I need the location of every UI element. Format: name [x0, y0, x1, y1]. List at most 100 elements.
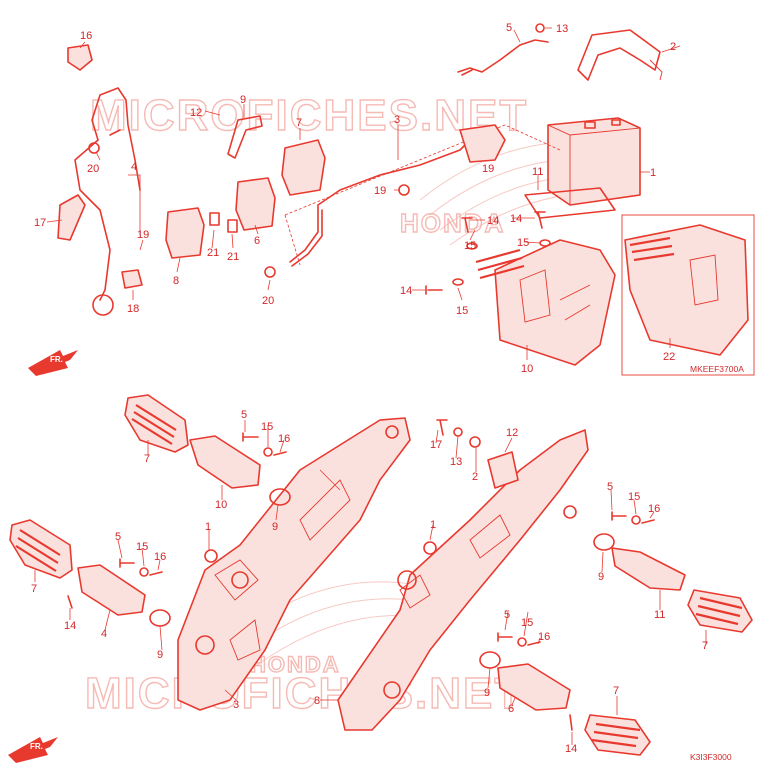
front-arrow-top: FR. [28, 350, 78, 376]
callout-b1b: 1 [430, 519, 436, 531]
spring-ring-9c [593, 533, 615, 551]
bolt-14a [461, 217, 473, 233]
front-arrow-bottom: FR. [8, 737, 58, 763]
wing-logo-top [419, 141, 641, 246]
bolt-14a [67, 595, 73, 609]
spring-ring-9a [269, 488, 291, 506]
callout-b9a: 9 [272, 521, 278, 533]
watermark-bottom: MICROFICHES.NET [85, 669, 523, 718]
callout-b16b: 16 [154, 551, 166, 563]
washer-13 [453, 427, 463, 437]
callout-19c: 19 [374, 185, 386, 197]
callout-b11: 11 [654, 609, 665, 621]
washer-15c [452, 278, 464, 286]
bottom-assembly: FR. K3I3F3000 [8, 394, 753, 763]
clamp-16 [67, 44, 93, 71]
washer-15b [139, 567, 149, 577]
callout-22: 22 [663, 351, 675, 363]
callout-19b: 19 [482, 163, 494, 175]
left-footpeg-bracket [177, 417, 411, 711]
callout-b12: 12 [506, 427, 518, 439]
callout-14b: 14 [510, 213, 522, 225]
callout-b8: 8 [314, 695, 320, 707]
nut-1a [204, 549, 218, 563]
battery [547, 117, 641, 206]
callout-b17: 17 [430, 439, 442, 451]
callout-b15c: 15 [628, 491, 640, 503]
callout-b10: 10 [215, 499, 227, 511]
relay-group [165, 115, 326, 259]
callout-b7d: 7 [613, 685, 619, 697]
pin-5b [119, 558, 135, 568]
callout-b14a: 14 [64, 620, 76, 632]
pin-5c [611, 511, 627, 521]
washer-15a [466, 242, 478, 250]
callout-4: 4 [131, 161, 137, 173]
callout-10: 10 [521, 363, 533, 375]
cotter-16d [527, 641, 541, 646]
callout-1: 1 [650, 167, 656, 179]
plate-12 [487, 451, 519, 489]
clip-20a [88, 142, 100, 154]
cotter-16a [273, 451, 287, 456]
spring-ring-9d [479, 651, 501, 669]
spring-ring-9b [149, 609, 171, 627]
washer-15d [517, 637, 527, 647]
harness-bracket [459, 124, 506, 163]
callout-b5d: 5 [504, 609, 510, 621]
callout-19: 19 [137, 229, 149, 241]
callout-b6: 6 [508, 703, 514, 715]
callout-8: 8 [173, 275, 179, 287]
callout-5: 5 [506, 22, 512, 34]
callout-b5b: 5 [115, 531, 121, 543]
watermark-group: MICROFICHES.NET MICROFICHES.NET HONDA HO… [84, 90, 641, 719]
callout-b16c: 16 [648, 503, 660, 515]
pin-5a [242, 432, 259, 442]
footpeg-rubber-lower-left [9, 519, 73, 579]
clip-19c [398, 184, 410, 196]
callout-b9b: 9 [157, 649, 163, 661]
callout-15a: 15 [464, 240, 476, 252]
callout-15b: 15 [517, 237, 529, 249]
footpeg-rubber-upper-left [124, 394, 189, 453]
callout-13: 13 [556, 23, 568, 35]
callout-b15a: 15 [261, 421, 273, 433]
front-arrow-label-top: FR. [50, 355, 63, 364]
footpeg-10 [189, 435, 261, 489]
callout-b7c: 7 [702, 640, 708, 652]
nut-1b [423, 541, 437, 555]
callout-6: 6 [254, 235, 260, 247]
assembly-guide-lines [284, 124, 561, 266]
callout-18: 18 [127, 303, 139, 315]
bolt-14c [425, 285, 443, 295]
cotter-16c [641, 519, 655, 524]
pin-5d [497, 632, 513, 642]
bottom-assembly-code: K3I3F3000 [690, 752, 732, 762]
battery-rubber-pad [524, 187, 616, 219]
callout-20b: 20 [262, 295, 274, 307]
battery-band [577, 29, 663, 81]
washer-15b [539, 239, 551, 247]
callout-17: 17 [34, 217, 46, 229]
inset-frame [621, 214, 755, 376]
footpeg-11 [611, 547, 686, 591]
top-callouts: 16 20 4 17 19 18 12 9 7 8 6 21 21 3 19 1… [34, 22, 676, 375]
footpeg-4 [77, 564, 146, 616]
bolt-14b [534, 211, 546, 229]
callout-b15d: 15 [521, 617, 533, 629]
sub-harness-cable [289, 129, 481, 263]
callout-b7b: 7 [31, 583, 37, 595]
right-footpeg-bracket [337, 429, 589, 731]
bolt-17 [436, 419, 448, 436]
callout-21a: 21 [207, 247, 219, 259]
callout-b3: 3 [233, 699, 239, 711]
clip-20b [264, 266, 276, 278]
callout-11: 11 [532, 166, 543, 178]
callout-14a: 14 [487, 215, 499, 227]
callout-b7a: 7 [144, 453, 150, 465]
watermark-top: MICROFICHES.NET [90, 91, 528, 140]
callout-16: 16 [80, 30, 92, 42]
main-harness [74, 87, 141, 316]
